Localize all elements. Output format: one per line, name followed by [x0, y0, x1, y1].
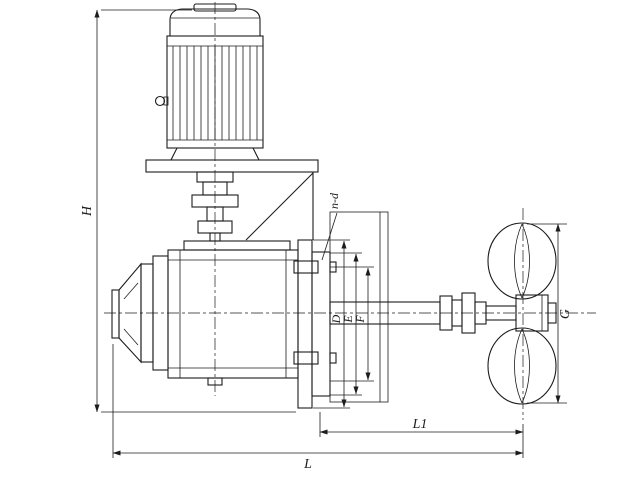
dim-label-g: G: [558, 309, 573, 319]
support-bracket: [245, 172, 314, 241]
bolt-pattern-callout: n-d: [321, 192, 341, 261]
propeller-blade-bottom: [487, 327, 557, 405]
flange-plate-outer: [297, 239, 313, 409]
gearbox-top-plate: [183, 240, 291, 251]
bracket-diagonal: [245, 172, 314, 241]
electric-motor: [145, 3, 319, 173]
label-bolt-pattern: n-d: [327, 192, 341, 209]
dim-label-f: F: [353, 315, 367, 324]
dimension-l1: L1: [319, 412, 524, 437]
dim-label-e: E: [341, 315, 355, 324]
motor-base-plate: [145, 159, 319, 173]
flange-envelope: [329, 211, 389, 403]
dim-label-l1: L1: [412, 417, 428, 432]
dimension-e: E: [330, 252, 362, 396]
dimension-f: F: [330, 266, 374, 382]
motor-top-knob: [193, 3, 237, 12]
dimension-h: H: [80, 9, 296, 413]
flange-plate-inner: [311, 251, 331, 397]
dimension-d: D: [313, 239, 350, 409]
bolt-top: [293, 260, 319, 274]
dim-label-d: D: [329, 314, 343, 324]
drive-shaft: [329, 292, 517, 334]
lifting-eyebolt: [154, 95, 169, 107]
dimension-g: G: [527, 223, 573, 404]
bearing-cone-housing: [111, 255, 169, 371]
mounting-flange: [293, 211, 389, 409]
cone-end-cap: [111, 289, 120, 339]
motor-fins: [172, 46, 258, 140]
dim-label-h: H: [80, 205, 95, 217]
drain-plug: [207, 377, 223, 386]
gearbox-body: [167, 249, 299, 379]
fan-cowl: [169, 8, 261, 37]
bolt-bottom: [293, 351, 319, 365]
shaft-coupling: [191, 171, 239, 242]
centerlines: [104, 2, 596, 420]
dim-label-l: L: [303, 457, 312, 472]
propeller-blade-top: [487, 222, 557, 300]
propeller: [487, 222, 557, 405]
